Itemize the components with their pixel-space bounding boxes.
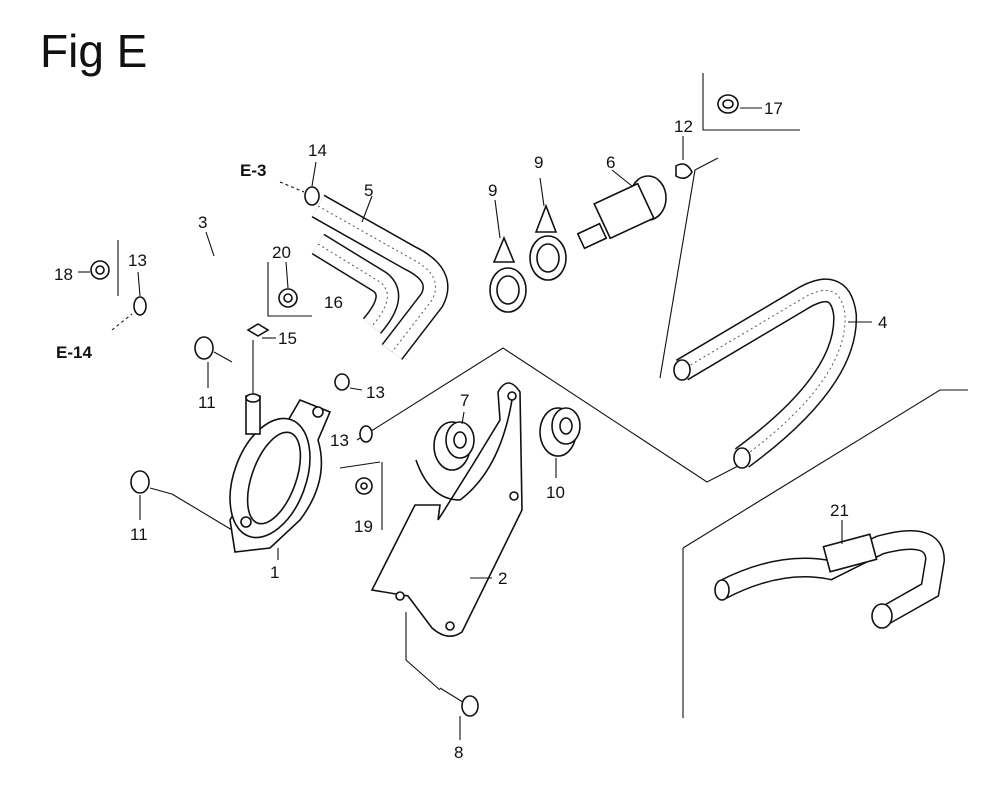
part-5-hose [311, 194, 449, 360]
callout-4: 4 [878, 313, 887, 332]
part-17-clip [717, 94, 762, 114]
boundary-lines [117, 73, 968, 718]
callout-11a: 11 [198, 393, 216, 412]
callout-13c: 13 [330, 431, 349, 450]
leader-13-to-4 [356, 347, 741, 483]
callout-2: 2 [498, 569, 507, 588]
inset-frame-17 [702, 73, 800, 131]
callout-21: 21 [830, 501, 849, 520]
callout-7: 7 [460, 391, 469, 410]
part-20-clip [278, 261, 298, 308]
part-11-bolt-a [194, 336, 233, 388]
callout-9b: 9 [534, 153, 543, 172]
callout-1: 1 [270, 563, 279, 582]
callout-19: 19 [354, 517, 373, 536]
part-21-hose [714, 520, 946, 629]
figure-title: Fig E [40, 25, 148, 77]
callout-9a: 9 [488, 181, 497, 200]
part-13-ring-b [334, 373, 363, 391]
callout-8: 8 [454, 743, 463, 762]
callout-6: 6 [606, 153, 615, 172]
callout-labels: 1 2 3 4 5 6 7 8 9 9 10 11 11 12 13 13 13… [54, 99, 887, 762]
part-16-hose [311, 233, 400, 334]
inset-frame-19-top [339, 461, 381, 469]
part-18-clip [78, 260, 110, 280]
callout-11b: 11 [130, 525, 148, 544]
part-7-grommet [433, 411, 475, 471]
part-9-clamp-a [489, 199, 527, 313]
part-12-clip [675, 136, 693, 180]
reference-e14: E-14 [56, 343, 92, 362]
part-9-clamp-b [529, 177, 567, 281]
part-15-ring [246, 323, 276, 339]
part-6-fitting [576, 169, 667, 250]
inset-frame-20 [267, 262, 312, 317]
part-19-clip [355, 477, 373, 495]
callout-16: 16 [324, 293, 343, 312]
part-4-hose [673, 278, 872, 469]
part-13-ring-a [111, 271, 147, 331]
part-11-bolt-b [130, 470, 233, 531]
callout-12: 12 [674, 117, 693, 136]
part-2-bracket [370, 382, 523, 637]
callout-14: 14 [308, 141, 327, 160]
callout-20: 20 [272, 243, 291, 262]
callout-13a: 13 [128, 251, 147, 270]
part-8-bolt [405, 612, 479, 740]
inset-frame-21-top [682, 389, 968, 549]
part-14-ring [279, 161, 320, 206]
callout-13b: 13 [366, 383, 385, 402]
callout-10: 10 [546, 483, 565, 502]
part-1-pump [229, 340, 332, 560]
part-13-ring-c [359, 425, 373, 443]
part-3-pipe [154, 231, 258, 307]
callout-3: 3 [198, 213, 207, 232]
callout-18: 18 [54, 265, 73, 284]
callout-5: 5 [364, 181, 373, 200]
reference-e3: E-3 [240, 161, 266, 180]
callout-15: 15 [278, 329, 297, 348]
callout-17: 17 [764, 99, 783, 118]
leader-12-to-4 [659, 157, 719, 379]
part-10-grommet [539, 407, 581, 478]
